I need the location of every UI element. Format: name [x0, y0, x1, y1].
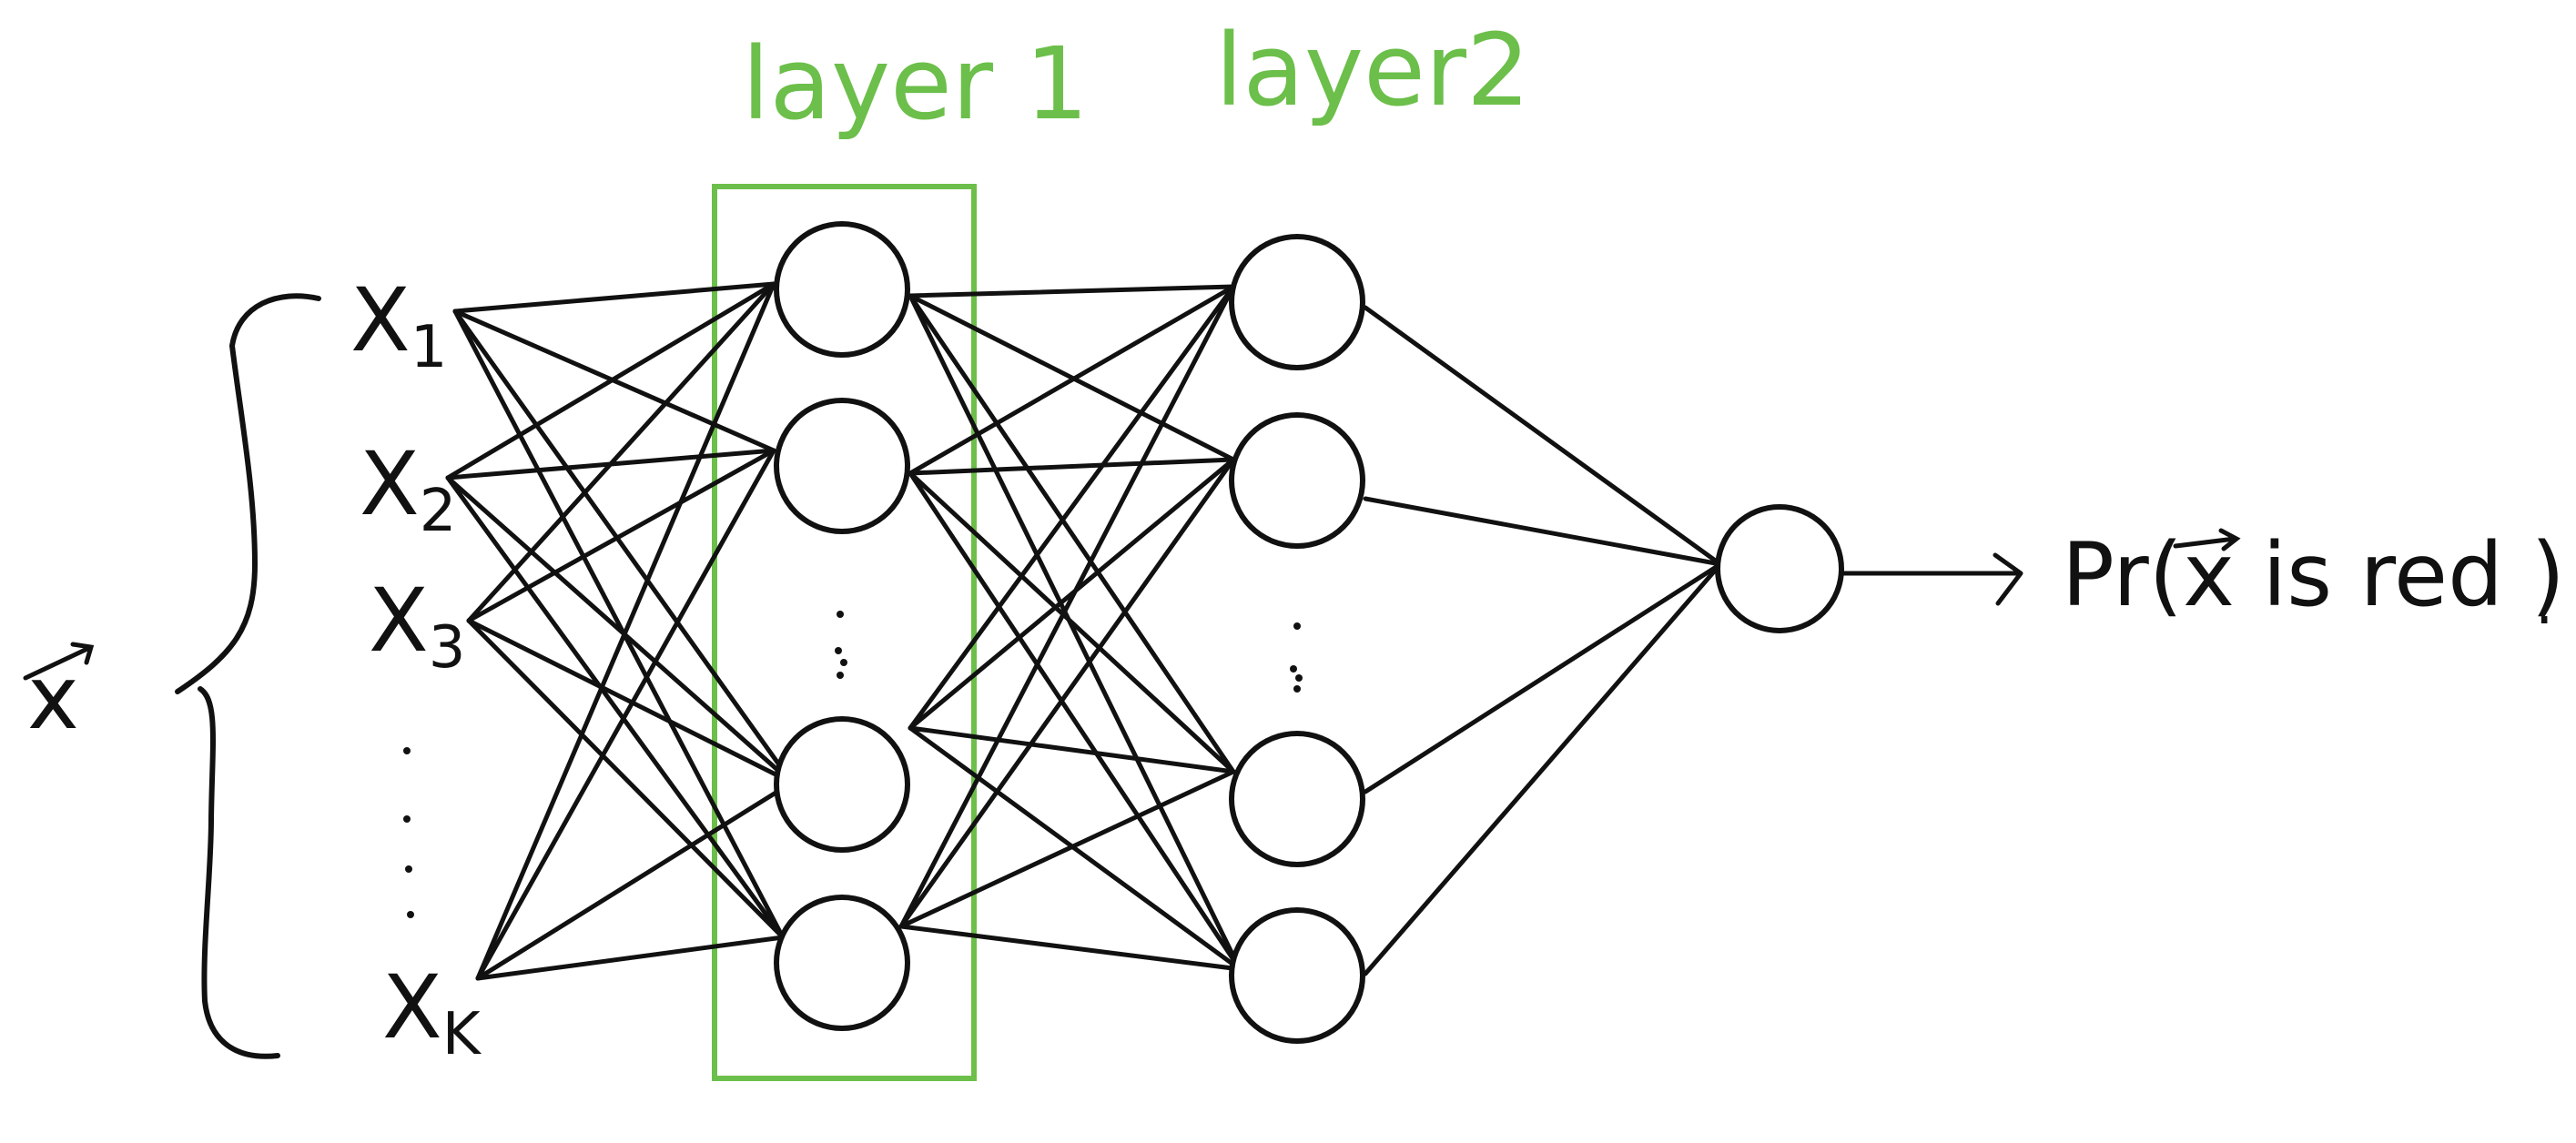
- edge-l1-node2-to-l2-node4: [908, 470, 1242, 972]
- edge-input3-to-l1-node2: [466, 448, 776, 623]
- edge-l2-node1-to-output: [1363, 305, 1723, 567]
- layer1-node-3: [774, 716, 910, 853]
- layer1-ellipsis: [835, 611, 847, 679]
- input-x2-label: X2: [360, 433, 456, 545]
- edge-input4-to-l1-node4: [475, 935, 786, 981]
- edge-l1-node4-to-l2-node4: [898, 924, 1242, 972]
- connections: [445, 281, 1723, 981]
- layer2-label: layer2: [1215, 12, 1530, 128]
- edge-l1-node3-to-l2-node3: [908, 725, 1236, 774]
- edge-input4-to-l1-node2: [475, 448, 776, 981]
- edge-l1-node1-to-l2-node1: [908, 284, 1236, 298]
- layer2-node-2: [1229, 412, 1365, 549]
- edge-l1-node2-to-l2-node3: [908, 470, 1236, 774]
- edge-l1-node1-to-l2-node3: [908, 293, 1236, 774]
- layer1-label: layer 1: [742, 25, 1089, 142]
- input-vector-symbol: x: [27, 647, 79, 749]
- edge-input1-to-l1-node1: [452, 281, 776, 314]
- output-node: [1715, 504, 1844, 633]
- edge-l1-node1-to-l2-node4: [908, 293, 1242, 972]
- layer2-node-3: [1229, 731, 1365, 867]
- edge-input1-to-l1-node3: [452, 309, 795, 785]
- layer1-node-2: [774, 398, 910, 534]
- edge-l1-node3-to-l2-node1: [908, 284, 1236, 731]
- edge-input1-to-l1-node4: [452, 309, 786, 940]
- input-ellipsis: [403, 747, 414, 918]
- edge-l1-node4-to-l2-node1: [898, 284, 1236, 929]
- edge-input3-to-l1-node4: [466, 618, 786, 940]
- output-label: Pr(x is red ): [2062, 524, 2565, 626]
- input-xk-label: XK: [382, 956, 482, 1068]
- edge-l1-node3-to-l2-node4: [908, 725, 1242, 972]
- layer1-node-4: [774, 895, 910, 1031]
- layer1-highlight-box: [712, 184, 977, 1081]
- edge-input2-to-l1-node3: [445, 475, 795, 785]
- edge-l2-node2-to-output: [1363, 496, 1723, 567]
- edge-l1-node4-to-l2-node3: [898, 769, 1236, 929]
- edge-input2-to-l1-node1: [445, 281, 776, 480]
- input-x1-label: X1: [350, 269, 447, 381]
- edge-l2-node4-to-output: [1363, 561, 1723, 976]
- output-vector-arrow-icon: [2173, 528, 2241, 551]
- edge-input4-to-l1-node1: [475, 281, 776, 981]
- edge-input3-to-l1-node1: [466, 281, 776, 623]
- input-brace: [175, 293, 321, 1059]
- edge-l1-node2-to-l2-node2: [908, 457, 1236, 476]
- output-end-mark: .: [2535, 571, 2553, 638]
- layer1-node-1: [774, 221, 910, 358]
- edge-input2-to-l1-node4: [445, 475, 786, 940]
- edge-l1-node2-to-l2-node1: [908, 284, 1236, 476]
- input-vector-arrow-icon: [23, 642, 95, 681]
- layer2-node-1: [1229, 234, 1365, 370]
- layer2-ellipsis: [1290, 622, 1303, 693]
- layer2-node-4: [1229, 907, 1365, 1044]
- output-arrow: [1841, 552, 2023, 606]
- edge-l1-node4-to-l2-node2: [898, 457, 1236, 929]
- edge-input4-to-l1-node3: [475, 780, 795, 981]
- edge-l2-node3-to-output: [1363, 561, 1723, 794]
- input-x3-label: X3: [369, 570, 465, 682]
